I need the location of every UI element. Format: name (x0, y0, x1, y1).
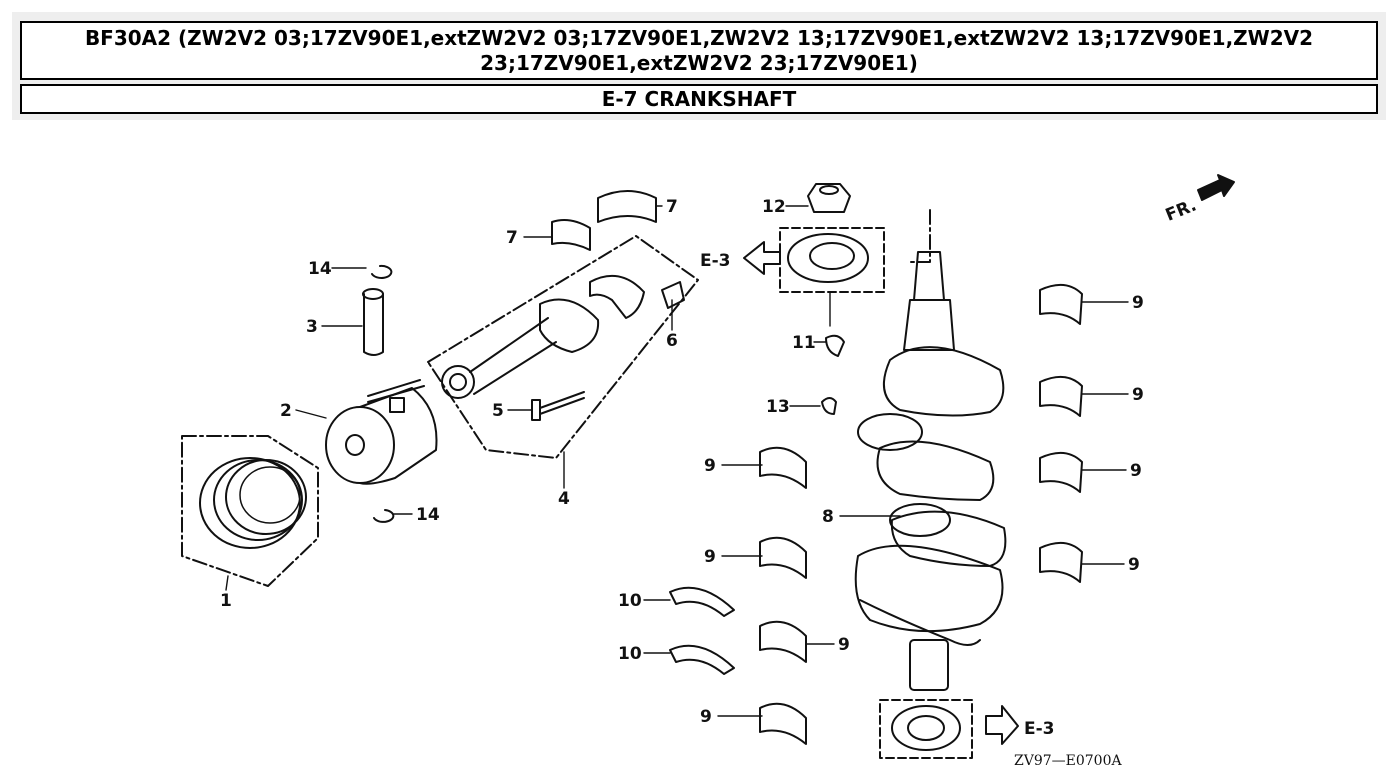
woodruff-key-part (825, 334, 845, 357)
callout-1: 1 (220, 591, 232, 611)
callout-10-lower: 10 (618, 644, 642, 664)
section-title: E-7 CRANKSHAFT (20, 84, 1378, 114)
callout-14-upper: 14 (308, 259, 332, 279)
main-bearing-right-3-part (1039, 451, 1083, 493)
callout-7-upper: 7 (666, 197, 678, 217)
callout-12: 12 (762, 197, 786, 217)
callout-9-left-2: 9 (704, 547, 716, 567)
callout-9-right-1: 9 (1132, 293, 1144, 313)
callout-14-lower: 14 (416, 505, 440, 525)
reference-e3-top: E-3 (700, 251, 731, 271)
piston-rings-part (181, 435, 319, 587)
main-bearing-left-3-part (759, 620, 807, 663)
thrust-washer-upper-part (669, 586, 735, 617)
callout-9-right-4: 9 (1128, 555, 1140, 575)
callout-8: 8 (822, 507, 834, 527)
callout-9-left-4: 9 (700, 707, 712, 727)
reference-e3-bottom: E-3 (1024, 719, 1055, 739)
main-bearing-left-1-part (759, 446, 807, 489)
callout-10-upper: 10 (618, 591, 642, 611)
main-bearing-right-4-part (1039, 541, 1083, 583)
rod-bearing-lower-part (551, 219, 591, 251)
thrust-washer-lower-part (669, 644, 735, 675)
callout-9-left-1: 9 (704, 456, 716, 476)
callout-13: 13 (766, 397, 790, 417)
callout-6: 6 (666, 331, 678, 351)
callout-3: 3 (306, 317, 318, 337)
connecting-rod-assembly-part (427, 235, 699, 459)
callout-9-right-3: 9 (1130, 461, 1142, 481)
main-bearing-right-1-part (1039, 283, 1083, 325)
circlip-bottom-part (373, 509, 395, 523)
main-bearing-left-2-part (759, 536, 807, 579)
callout-2: 2 (280, 401, 292, 421)
front-direction-icon (1197, 174, 1235, 201)
flywheel-nut-part (807, 183, 851, 213)
drawing-code: ZV97—E0700A (1014, 753, 1123, 769)
callout-5: 5 (492, 401, 504, 421)
oil-seal-lower-part (879, 699, 1019, 759)
piston-pin-part (362, 288, 384, 356)
circlip-top-part (371, 264, 393, 279)
rod-bearing-upper-part (597, 190, 657, 223)
key-small-part (821, 397, 837, 415)
callout-9-left-3: 9 (838, 635, 850, 655)
callout-11: 11 (792, 333, 816, 353)
callout-4: 4 (558, 489, 570, 509)
callout-7-lower: 7 (506, 228, 518, 248)
callout-9-right-2: 9 (1132, 385, 1144, 405)
rod-bolt-part (531, 391, 585, 421)
oil-seal-upper-part (743, 227, 885, 293)
header-panel: BF30A2 (ZW2V2 03;17ZV90E1,extZW2V2 03;17… (12, 12, 1386, 120)
main-bearing-left-4-part (759, 702, 807, 745)
model-title: BF30A2 (ZW2V2 03;17ZV90E1,extZW2V2 03;17… (20, 21, 1378, 80)
direction-label: FR. (1163, 195, 1200, 225)
crankshaft-part (854, 209, 1007, 691)
piston-part (325, 379, 438, 485)
main-bearing-right-2-part (1039, 375, 1083, 417)
